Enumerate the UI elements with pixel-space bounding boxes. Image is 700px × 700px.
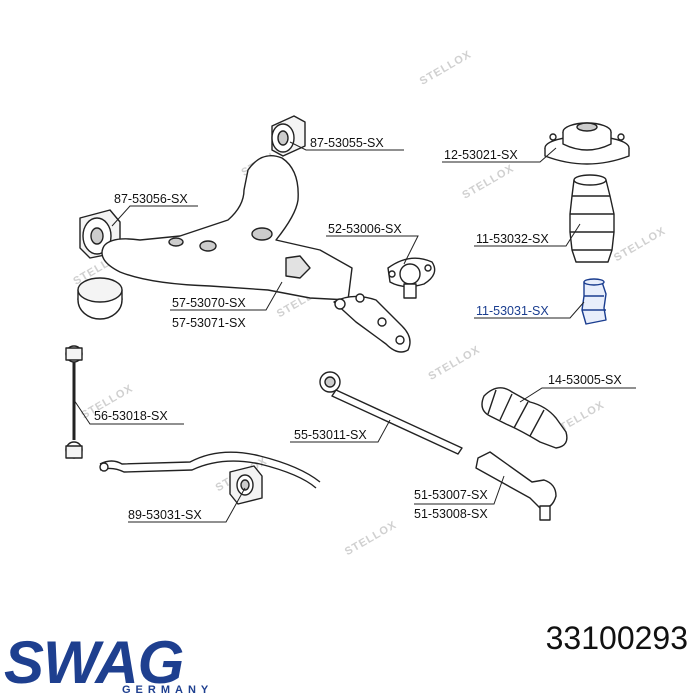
watermark-10: STELLOX	[343, 519, 399, 558]
label-57-53071: 57-53071-SX	[172, 316, 246, 330]
label-11-53031: 11-53031-SX	[476, 304, 549, 318]
steering-boot-part	[481, 387, 568, 449]
label-14-53005: 14-53005-SX	[548, 373, 622, 387]
stabilizer-bar-part	[99, 451, 321, 489]
label-51-53008: 51-53008-SX	[414, 507, 488, 521]
control-arm-bushing-part	[77, 277, 123, 320]
strut-mount-part	[544, 122, 630, 165]
part-labels: 87-53055-SX 12-53021-SX 87-53056-SX 52-5…	[94, 136, 622, 522]
swag-logo: SWAG GERMANY	[4, 629, 238, 696]
inner-tie-rod-part	[319, 371, 463, 455]
part-number: 33100293	[545, 620, 688, 656]
watermark-8: STELLOX	[426, 344, 482, 383]
label-89-53031: 89-53031-SX	[128, 508, 202, 522]
watermark-9: STELLOX	[612, 225, 668, 264]
ball-joint-part	[387, 257, 436, 299]
stabilizer-link-part	[65, 345, 83, 459]
bump-stop-part	[581, 278, 607, 325]
brand-name: SWAG	[4, 629, 184, 696]
watermark-6: STELLOX	[460, 162, 516, 201]
label-55-53011: 55-53011-SX	[294, 428, 367, 442]
label-87-53055: 87-53055-SX	[310, 136, 384, 150]
leader-lines	[73, 141, 636, 523]
outer-tie-rod-end-part	[475, 451, 557, 521]
label-57-53070: 57-53070-SX	[172, 296, 246, 310]
label-11-53032: 11-53032-SX	[476, 232, 549, 246]
watermark-3: STELLOX	[418, 48, 474, 87]
knuckle-plate-part	[333, 293, 411, 353]
label-12-53021: 12-53021-SX	[444, 148, 518, 162]
stabilizer-bushing-part	[229, 465, 263, 505]
label-52-53006: 52-53006-SX	[328, 222, 402, 236]
label-51-53007: 51-53007-SX	[414, 488, 488, 502]
label-87-53056: 87-53056-SX	[114, 192, 188, 206]
bushing-top-part	[271, 115, 306, 157]
dust-boot-part	[569, 174, 615, 263]
label-56-53018: 56-53018-SX	[94, 409, 168, 423]
control-arm-part	[101, 155, 353, 301]
brand-sub: GERMANY	[122, 684, 214, 696]
